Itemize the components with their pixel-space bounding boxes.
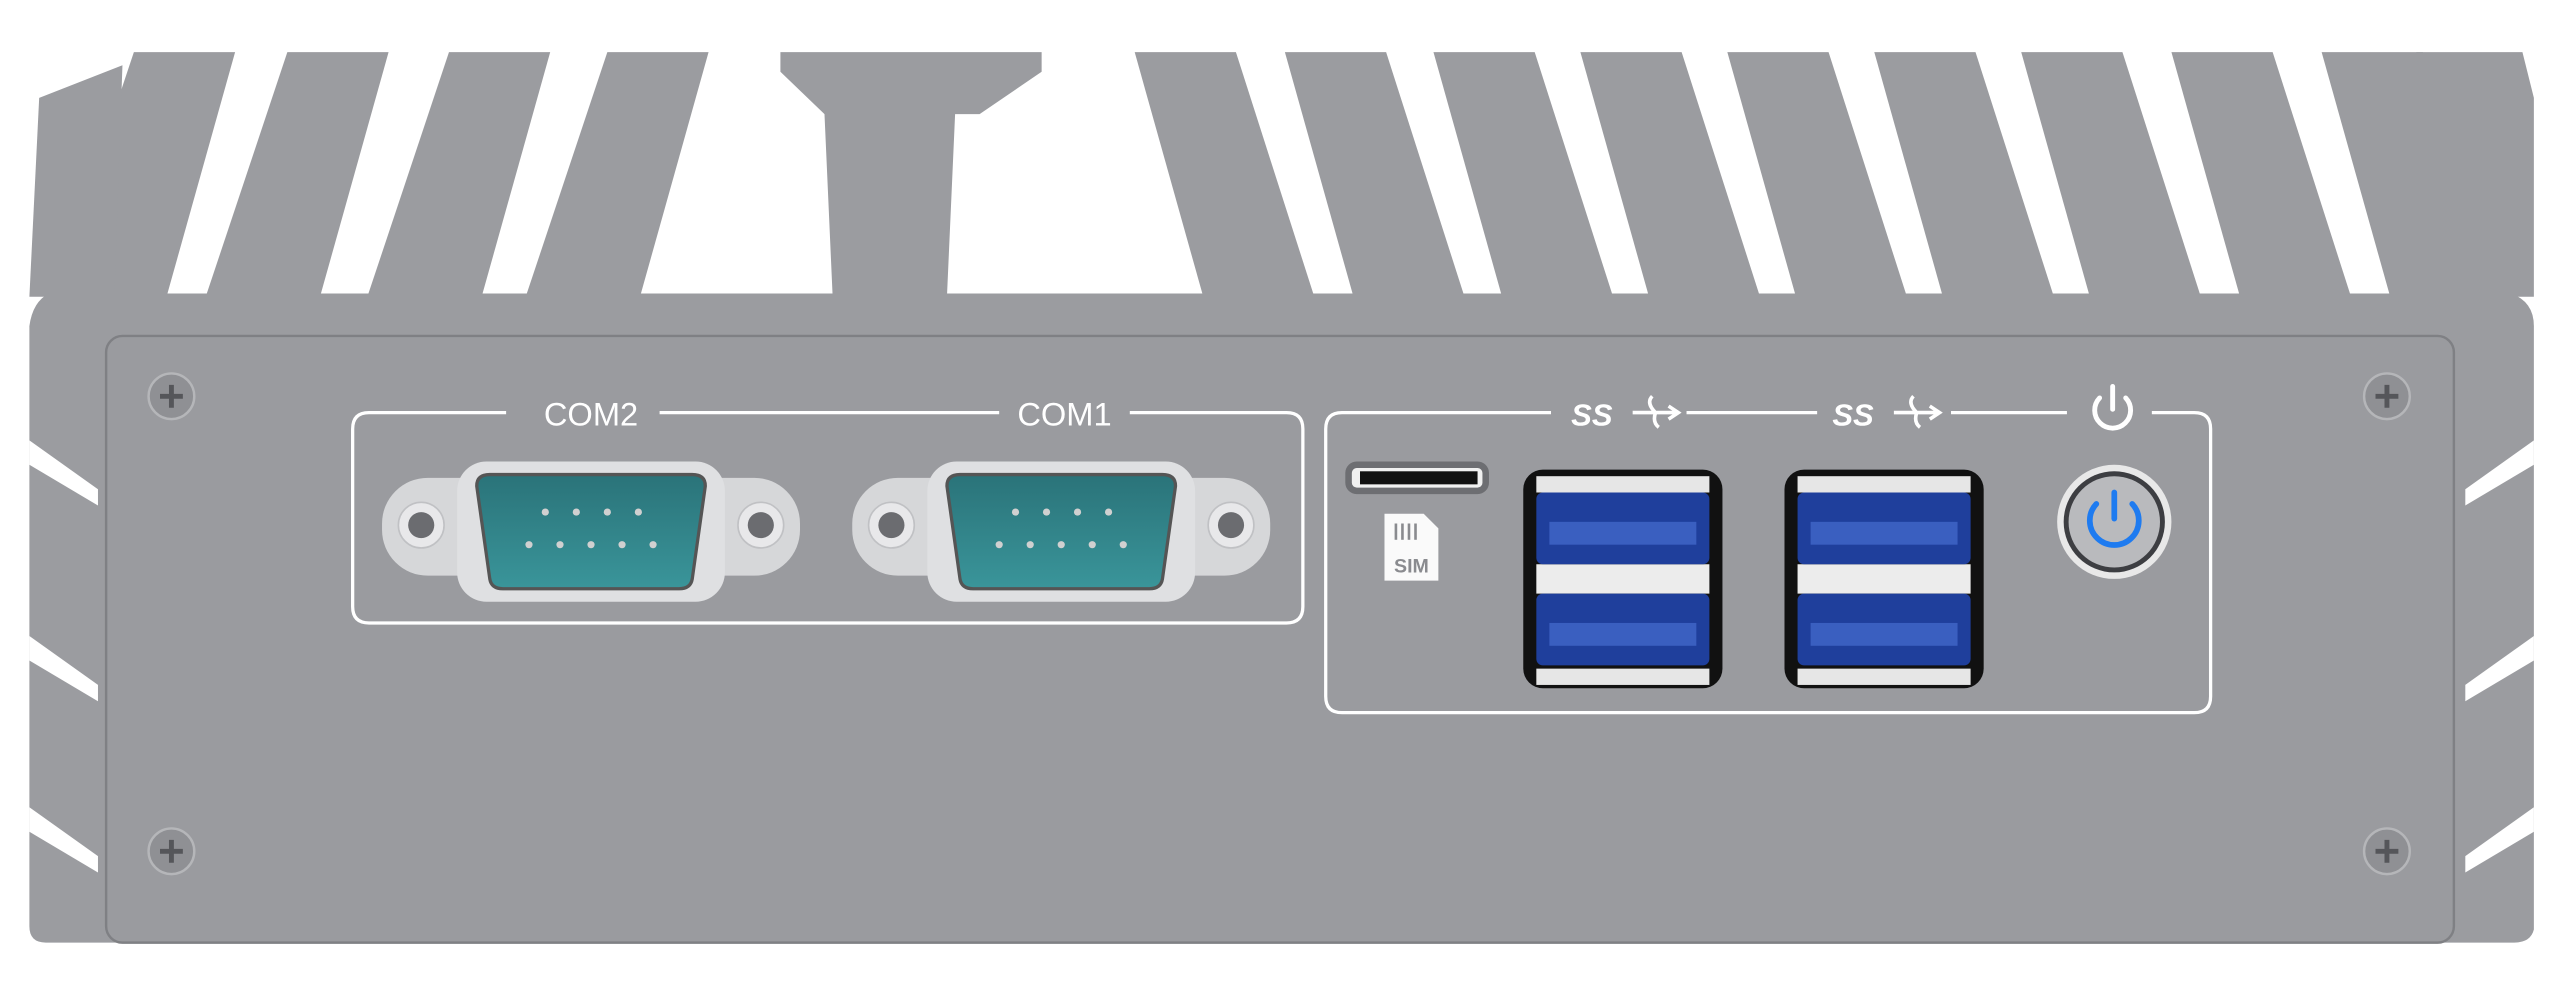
heatsink-fin bbox=[29, 65, 123, 297]
power-label-icon bbox=[2092, 384, 2134, 431]
screw-icon bbox=[2362, 372, 2412, 421]
heatsink-fin bbox=[367, 52, 551, 297]
usb-port[interactable] bbox=[1536, 593, 1710, 666]
com2-label: COM2 bbox=[544, 396, 638, 433]
screw-icon bbox=[147, 827, 196, 876]
usb-ss-label-1: SS bbox=[1571, 398, 1613, 433]
heatsink-fin bbox=[1727, 52, 1907, 297]
heatsink-fin bbox=[1874, 52, 2054, 297]
heatsink-fin bbox=[780, 52, 1042, 297]
heatsink-fin bbox=[1134, 52, 1315, 297]
heatsink-fin bbox=[1433, 52, 1614, 297]
io-port-group: SS SS bbox=[1324, 384, 2213, 715]
usb-port-stack bbox=[1523, 469, 1723, 689]
side-vent-slot bbox=[2465, 807, 2534, 873]
usb-trident-icon bbox=[1893, 395, 1943, 429]
heatsink-fin bbox=[2021, 52, 2201, 297]
side-vent-slot bbox=[29, 807, 98, 873]
heatsink-fin bbox=[2171, 52, 2352, 297]
serial-port[interactable] bbox=[852, 461, 1271, 602]
heatsink-fin bbox=[1580, 52, 1760, 297]
screw-icon bbox=[147, 372, 196, 421]
usb-port[interactable] bbox=[1797, 492, 1971, 565]
heatsink-fin bbox=[1284, 52, 1465, 297]
usb-port-stack bbox=[1784, 469, 1984, 689]
serial-port[interactable] bbox=[382, 461, 800, 602]
side-vent-slot bbox=[29, 636, 98, 702]
screw-icon bbox=[2362, 827, 2412, 876]
usb-port[interactable] bbox=[1797, 593, 1971, 666]
serial-port-group: COM2 COM1 bbox=[351, 396, 1305, 625]
heatsink-fin bbox=[205, 52, 389, 297]
side-vents bbox=[29, 440, 2534, 873]
power-icon bbox=[2087, 489, 2142, 548]
sim-icon: SIM bbox=[1384, 513, 1439, 581]
sim-label: SIM bbox=[1394, 555, 1429, 577]
heatsink-fin bbox=[525, 52, 709, 297]
usb-trident-icon bbox=[1632, 395, 1682, 429]
usb-port[interactable] bbox=[1536, 492, 1710, 565]
side-vent-slot bbox=[2465, 636, 2534, 702]
heatsink-fins bbox=[29, 52, 2534, 297]
usb-ss-label-2: SS bbox=[1832, 398, 1874, 433]
heatsink-fin bbox=[2416, 52, 2534, 297]
sim-card-slot[interactable] bbox=[1345, 461, 1489, 495]
side-vent-slot bbox=[29, 440, 98, 506]
com1-label: COM1 bbox=[1017, 396, 1111, 433]
power-button[interactable] bbox=[2057, 464, 2172, 579]
side-vent-slot bbox=[2465, 440, 2534, 506]
